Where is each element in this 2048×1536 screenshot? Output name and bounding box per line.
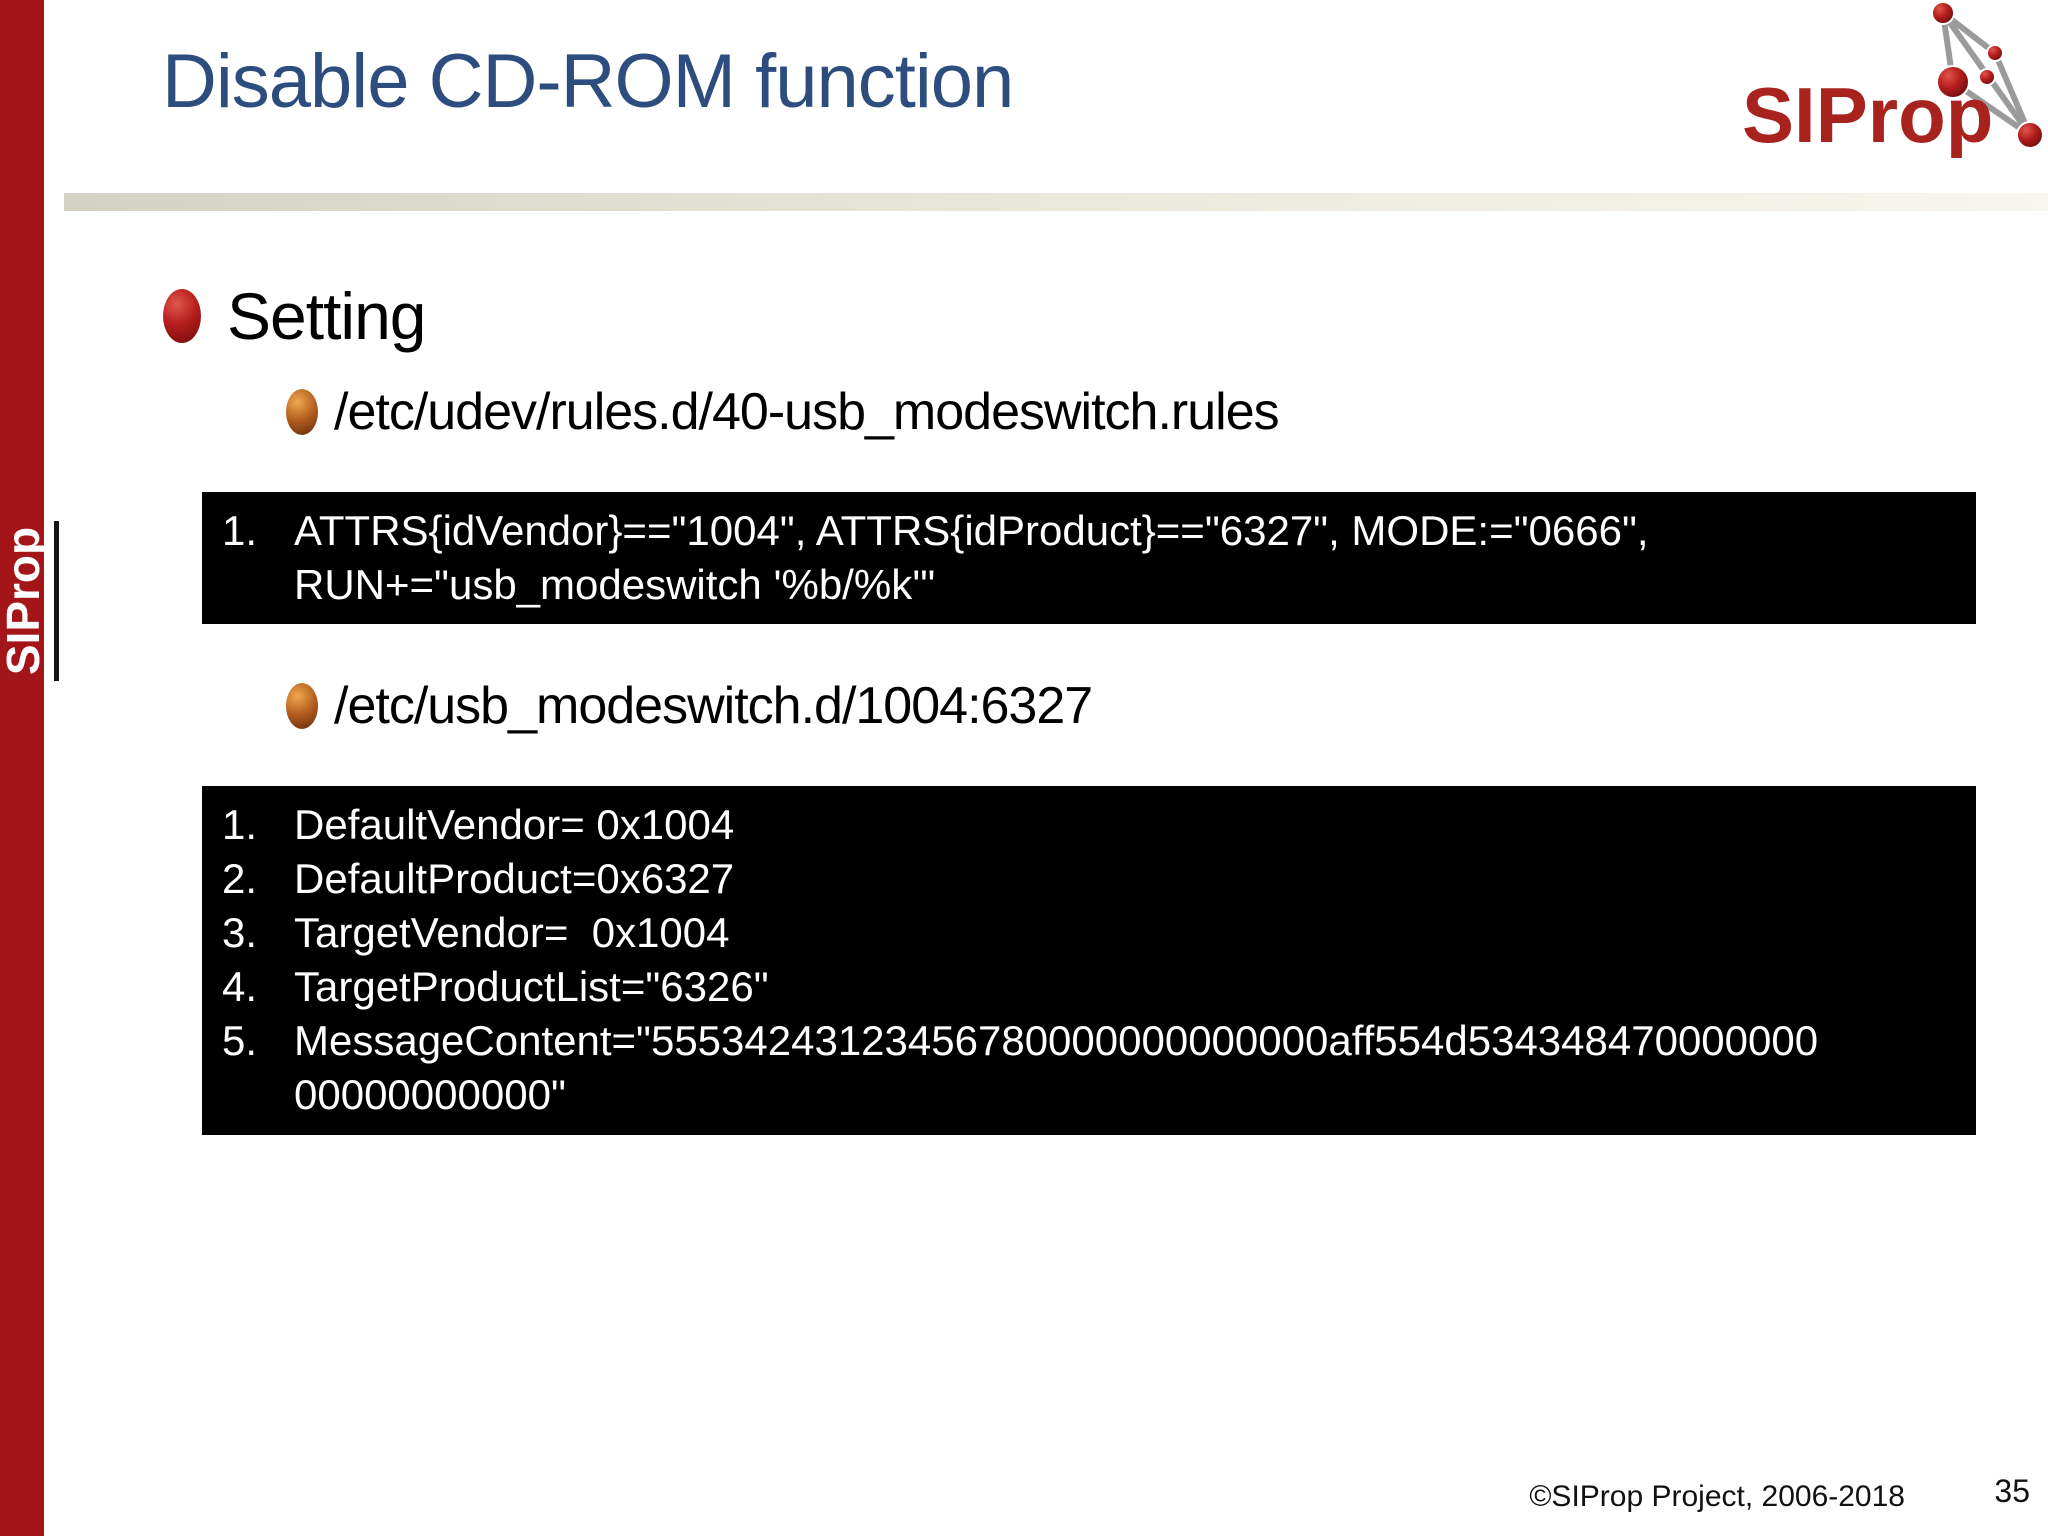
code-line-number: 4. [222, 963, 258, 1010]
code-line: MessageContent="555342431234567800000000… [294, 1017, 1819, 1064]
code-row: 5. MessageContent="555342431234567800000… [222, 1014, 1956, 1122]
code-line-number: 1. [222, 507, 258, 554]
sidebar-brand: SIProp [0, 486, 62, 716]
code-line: DefaultProduct=0x6327 [294, 855, 735, 902]
title-underline-rule [64, 193, 2048, 211]
code-line-number: 3. [222, 909, 258, 956]
code-line: TargetProductList="6326" [294, 963, 769, 1010]
file1-path-row: /etc/udev/rules.d/40-usb_modeswitch.rule… [286, 382, 1280, 442]
file2-path: /etc/usb_modeswitch.d/1004:6327 [334, 677, 1093, 735]
code-line: 00000000000" [294, 1071, 566, 1118]
copyright: ©SIProp Project, 2006-2018 [1529, 1480, 1905, 1513]
page-title: Disable CD-ROM function [162, 39, 1014, 124]
code-line-number: 5. [222, 1017, 258, 1064]
file1-path: /etc/udev/rules.d/40-usb_modeswitch.rule… [334, 383, 1280, 441]
sub-bullet-sphere-icon [286, 389, 318, 435]
code-row: 1. DefaultVendor= 0x1004 [222, 798, 1956, 852]
code-line: TargetVendor= 0x1004 [294, 909, 730, 956]
section-heading: Setting [227, 279, 426, 353]
sidebar-red-bar: SIProp [0, 0, 59, 1536]
siprop-logo-molecule-icon: SIProp [1742, 1, 2044, 159]
code-line: RUN+="usb_modeswitch '%b/%k'" [294, 561, 936, 608]
code-line: DefaultVendor= 0x1004 [294, 801, 735, 848]
siprop-logo-text: SIProp [1742, 71, 1993, 159]
page-number: 35 [1994, 1473, 2030, 1509]
code-line-number: 2. [222, 855, 258, 902]
file2-path-row: /etc/usb_modeswitch.d/1004:6327 [286, 676, 1093, 736]
sub-bullet-sphere-icon [286, 683, 318, 729]
siprop-logo: SIProp [1738, 0, 2048, 188]
code-block-udev-rules: 1. ATTRS{idVendor}=="1004", ATTRS{idProd… [202, 492, 1976, 624]
code-line-number: 1. [222, 801, 258, 848]
bullet-sphere-icon [163, 289, 201, 343]
code-row: 1. ATTRS{idVendor}=="1004", ATTRS{idProd… [222, 504, 1956, 612]
code-row: 4. TargetProductList="6326" [222, 960, 1956, 1014]
code-line: ATTRS{idVendor}=="1004", ATTRS{idProduct… [294, 507, 1649, 554]
section-heading-row: Setting [163, 278, 426, 354]
code-row: 3. TargetVendor= 0x1004 [222, 906, 1956, 960]
code-row: 2. DefaultProduct=0x6327 [222, 852, 1956, 906]
code-block-usb-modeswitch-conf: 1. DefaultVendor= 0x1004 2. DefaultProdu… [202, 786, 1976, 1135]
molecule-nodes [1931, 1, 2044, 149]
sidebar-brand-text: SIProp [0, 520, 59, 682]
